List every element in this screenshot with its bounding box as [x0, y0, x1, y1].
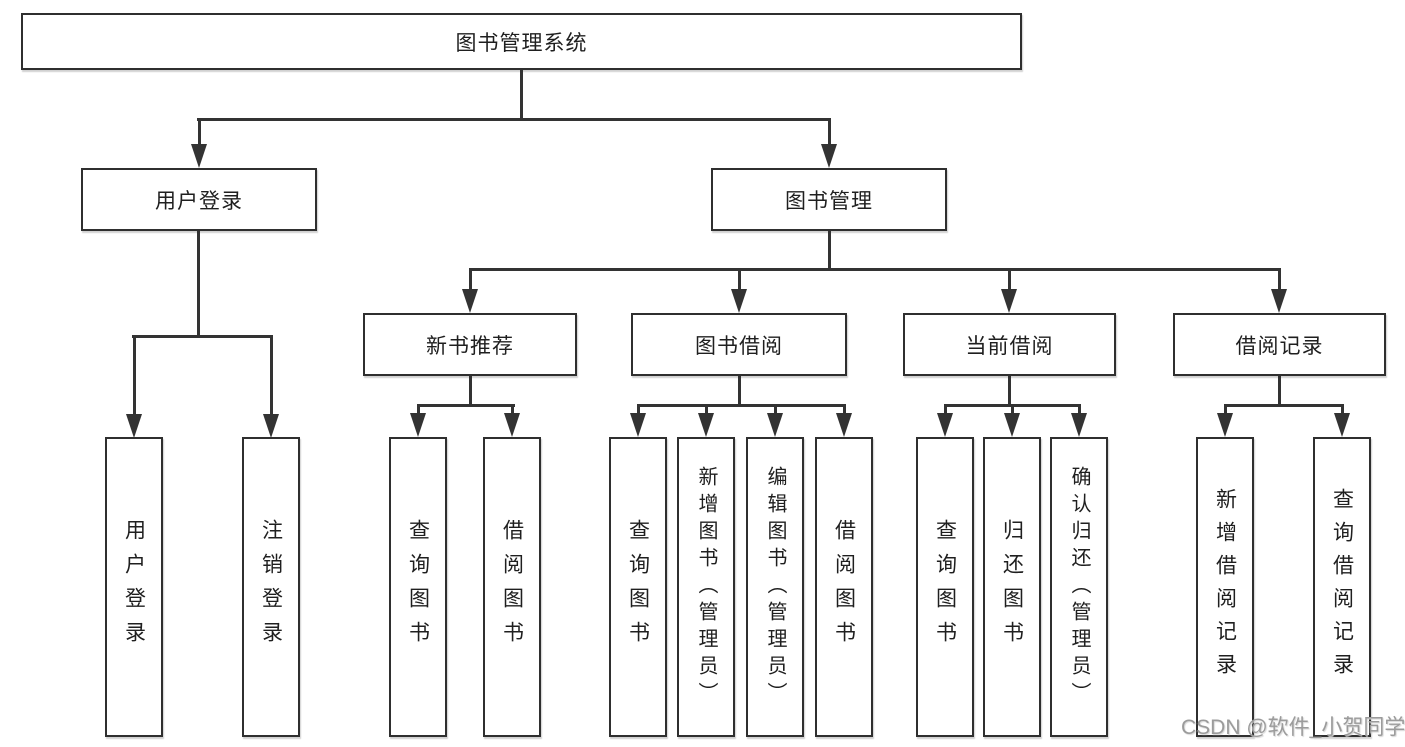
connector-vline [1278, 268, 1281, 292]
leaf-user-login: 用户登录 [105, 437, 163, 737]
arrowhead-down-icon [937, 413, 953, 437]
leaf-borrow-book-1-label: 借阅图书 [500, 519, 524, 655]
arrowhead-down-icon [630, 413, 646, 437]
leaf-logout: 注销登录 [242, 437, 300, 737]
connector-vline [1008, 376, 1011, 407]
leaf-query-book-1-label: 查询图书 [406, 519, 430, 655]
leaf-edit-book-admin: 编辑图书（管理员） [746, 437, 804, 737]
connector-vline [1008, 268, 1011, 292]
node-book-borrow-label: 图书借阅 [695, 334, 783, 358]
connector-vline [1341, 404, 1344, 415]
node-root-label: 图书管理系统 [455, 31, 588, 55]
node-current-borrow-label: 当前借阅 [965, 334, 1054, 358]
node-book-management: 图书管理 [711, 168, 947, 231]
arrowhead-down-icon [1001, 289, 1017, 313]
leaf-borrow-book-2-label: 借阅图书 [832, 519, 856, 655]
node-book-borrow: 图书借阅 [631, 313, 847, 376]
node-book-management-label: 图书管理 [785, 189, 873, 213]
leaf-return-book-label: 归还图书 [1000, 519, 1024, 655]
connector-hline [132, 335, 273, 338]
leaf-query-borrow-record-label: 查询借阅记录 [1330, 488, 1354, 686]
connector-vline [1011, 404, 1014, 415]
connector-vline [469, 376, 472, 407]
arrowhead-down-icon [836, 413, 852, 437]
arrowhead-down-icon [1271, 289, 1287, 313]
connector-vline [828, 231, 831, 271]
leaf-borrow-book-1: 借阅图书 [483, 437, 541, 737]
leaf-query-book-1: 查询图书 [389, 437, 447, 737]
connector-vline [637, 404, 640, 415]
arrowhead-down-icon [1004, 413, 1020, 437]
connector-vline [738, 268, 741, 292]
arrowhead-down-icon [767, 413, 783, 437]
leaf-query-book-3: 查询图书 [916, 437, 974, 737]
connector-vline [520, 70, 523, 121]
connector-vline [1078, 404, 1081, 415]
node-new-book-recommend-label: 新书推荐 [426, 334, 514, 358]
node-new-book-recommend: 新书推荐 [363, 313, 577, 376]
arrowhead-down-icon [410, 413, 426, 437]
connector-vline [133, 335, 136, 416]
connector-vline [1278, 376, 1281, 407]
node-borrow-records-label: 借阅记录 [1235, 334, 1324, 358]
leaf-query-borrow-record: 查询借阅记录 [1313, 437, 1371, 737]
arrowhead-down-icon [698, 413, 714, 437]
arrowhead-down-icon [126, 414, 142, 438]
leaf-add-borrow-record-label: 新增借阅记录 [1213, 488, 1237, 686]
connector-vline [270, 335, 273, 416]
connector-vline [774, 404, 777, 415]
arrowhead-down-icon [821, 144, 837, 168]
node-borrow-records: 借阅记录 [1173, 313, 1386, 376]
connector-vline [738, 376, 741, 407]
leaf-confirm-return-admin: 确认归还（管理员） [1050, 437, 1108, 737]
connector-hline [637, 404, 846, 407]
leaf-edit-book-admin-label: 编辑图书（管理员） [764, 465, 786, 709]
connector-vline [197, 231, 200, 338]
connector-vline [843, 404, 846, 415]
csdn-watermark: CSDN @软件_小贺同学 [1181, 716, 1405, 739]
arrowhead-down-icon [731, 289, 747, 313]
connector-vline [705, 404, 708, 415]
connector-vline [198, 118, 201, 147]
connector-vline [511, 404, 514, 415]
leaf-query-book-2: 查询图书 [609, 437, 667, 737]
connector-vline [944, 404, 947, 415]
connector-hline [1224, 404, 1344, 407]
leaf-query-book-2-label: 查询图书 [626, 519, 650, 655]
leaf-return-book: 归还图书 [983, 437, 1041, 737]
leaf-add-book-admin-label: 新增图书（管理员） [695, 465, 717, 709]
connector-vline [828, 118, 831, 147]
leaf-confirm-return-admin-label: 确认归还（管理员） [1068, 465, 1090, 709]
arrowhead-down-icon [504, 413, 520, 437]
leaf-logout-label: 注销登录 [259, 519, 283, 655]
node-user-login-label: 用户登录 [155, 189, 243, 213]
node-root: 图书管理系统 [21, 13, 1022, 70]
connector-vline [469, 268, 472, 292]
node-user-login: 用户登录 [81, 168, 317, 231]
connector-vline [417, 404, 420, 415]
connector-hline [469, 268, 1281, 271]
leaf-add-book-admin: 新增图书（管理员） [677, 437, 735, 737]
leaf-user-login-label: 用户登录 [122, 519, 146, 655]
connector-hline [197, 118, 831, 121]
arrowhead-down-icon [191, 144, 207, 168]
leaf-query-book-3-label: 查询图书 [933, 519, 957, 655]
arrowhead-down-icon [1217, 413, 1233, 437]
leaf-add-borrow-record: 新增借阅记录 [1196, 437, 1254, 737]
leaf-borrow-book-2: 借阅图书 [815, 437, 873, 737]
arrowhead-down-icon [1071, 413, 1087, 437]
connector-hline [417, 404, 515, 407]
connector-vline [1224, 404, 1227, 415]
arrowhead-down-icon [263, 414, 279, 438]
node-current-borrow: 当前借阅 [903, 313, 1116, 376]
arrowhead-down-icon [462, 289, 478, 313]
arrowhead-down-icon [1334, 413, 1350, 437]
